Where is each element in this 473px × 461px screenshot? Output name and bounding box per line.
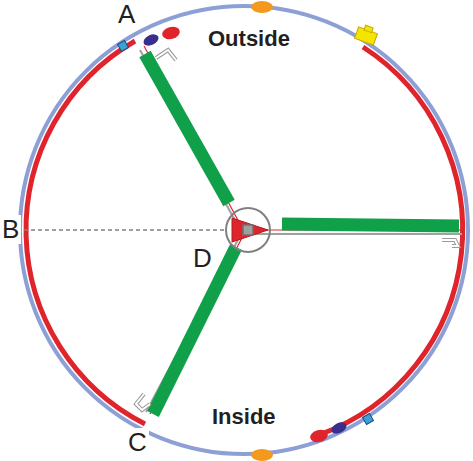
red-marker: [161, 25, 181, 41]
region-label: Outside: [206, 27, 292, 51]
blue-marker: [118, 41, 129, 52]
yellow-marker: [355, 23, 379, 45]
spoke-guide: [140, 50, 236, 222]
hook: [156, 50, 176, 60]
blue-marker: [363, 414, 374, 425]
point-label: A: [116, 0, 137, 29]
right-red-arc: [319, 47, 463, 435]
hub-square: [243, 225, 253, 235]
hook-core: [156, 50, 176, 60]
spoke-guide: [248, 233, 462, 235]
orange-marker: [251, 1, 273, 13]
hook-core: [442, 240, 458, 246]
orange-marker: [251, 449, 273, 461]
point-label: C: [126, 428, 149, 457]
spoke-red-line: [150, 234, 244, 414]
hub-circle: [226, 208, 270, 252]
hook-core: [136, 394, 150, 410]
hook: [136, 394, 150, 410]
green-spoke: [145, 54, 229, 203]
point-label: D: [191, 244, 214, 273]
dashed-line: [24, 229, 224, 231]
purple-marker: [330, 420, 349, 436]
hub-triangle: [232, 218, 268, 242]
region-label: Inside: [210, 405, 278, 429]
spoke-red-line: [144, 46, 240, 224]
point-label: B: [0, 215, 21, 244]
hook: [442, 240, 458, 246]
outer-ring: [20, 6, 468, 454]
purple-marker: [142, 32, 161, 48]
red-marker: [309, 428, 329, 444]
green-spoke: [282, 224, 459, 226]
left-red-arc: [26, 41, 145, 424]
